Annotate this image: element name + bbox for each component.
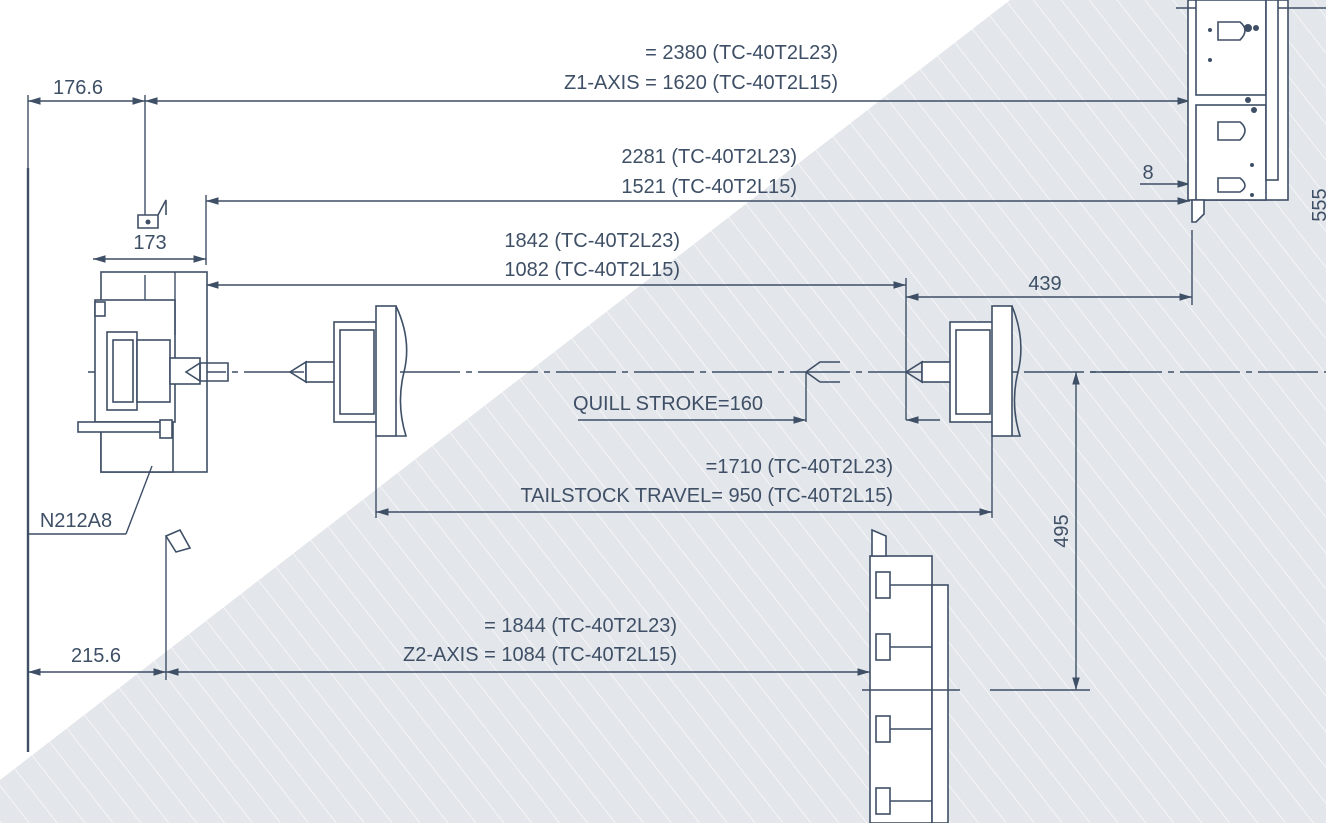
z1-label-bottom: Z1-AXIS = 1620 (TC-40T2L15) (564, 72, 838, 94)
dim-176-label: 176.6 (53, 77, 103, 99)
dim-2281-label: 2281 (TC-40T2L23) (621, 146, 797, 168)
part-number-label: N212A8 (40, 510, 112, 532)
tailstock-label-top: =1710 (TC-40T2L23) (706, 456, 893, 478)
z2-label-bottom: Z2-AXIS = 1084 (TC-40T2L15) (403, 644, 677, 666)
headstock (77, 271, 229, 473)
quill-stroke-label: QUILL STROKE=160 (573, 393, 763, 415)
lower-tool-left (164, 528, 192, 553)
upper-turret (1176, 0, 1326, 223)
tailstock-label-bottom: TAILSTOCK TRAVEL= 950 (TC-40T2L15) (520, 485, 893, 507)
tailstock-right (904, 305, 1022, 518)
lower-turret (862, 528, 960, 823)
upper-tool-left (137, 199, 167, 229)
dim-495-label: 495 (1051, 514, 1073, 547)
tailstock-left (288, 305, 408, 518)
dim-439-label: 439 (1028, 273, 1061, 295)
dim-1082-label: 1082 (TC-40T2L15) (504, 259, 680, 281)
dim-1842-label: 1842 (TC-40T2L23) (504, 230, 680, 252)
dim-173-label: 173 (133, 232, 166, 254)
dim-8-label: 8 (1142, 162, 1153, 184)
quill-tool (805, 361, 840, 383)
z1-label-top: = 2380 (TC-40T2L23) (645, 42, 838, 64)
dim-215-label: 215.6 (71, 645, 121, 667)
z2-label-top: = 1844 (TC-40T2L23) (484, 615, 677, 637)
dim-1521-label: 1521 (TC-40T2L15) (621, 176, 797, 198)
dim-555-label: 555 (1309, 188, 1326, 221)
